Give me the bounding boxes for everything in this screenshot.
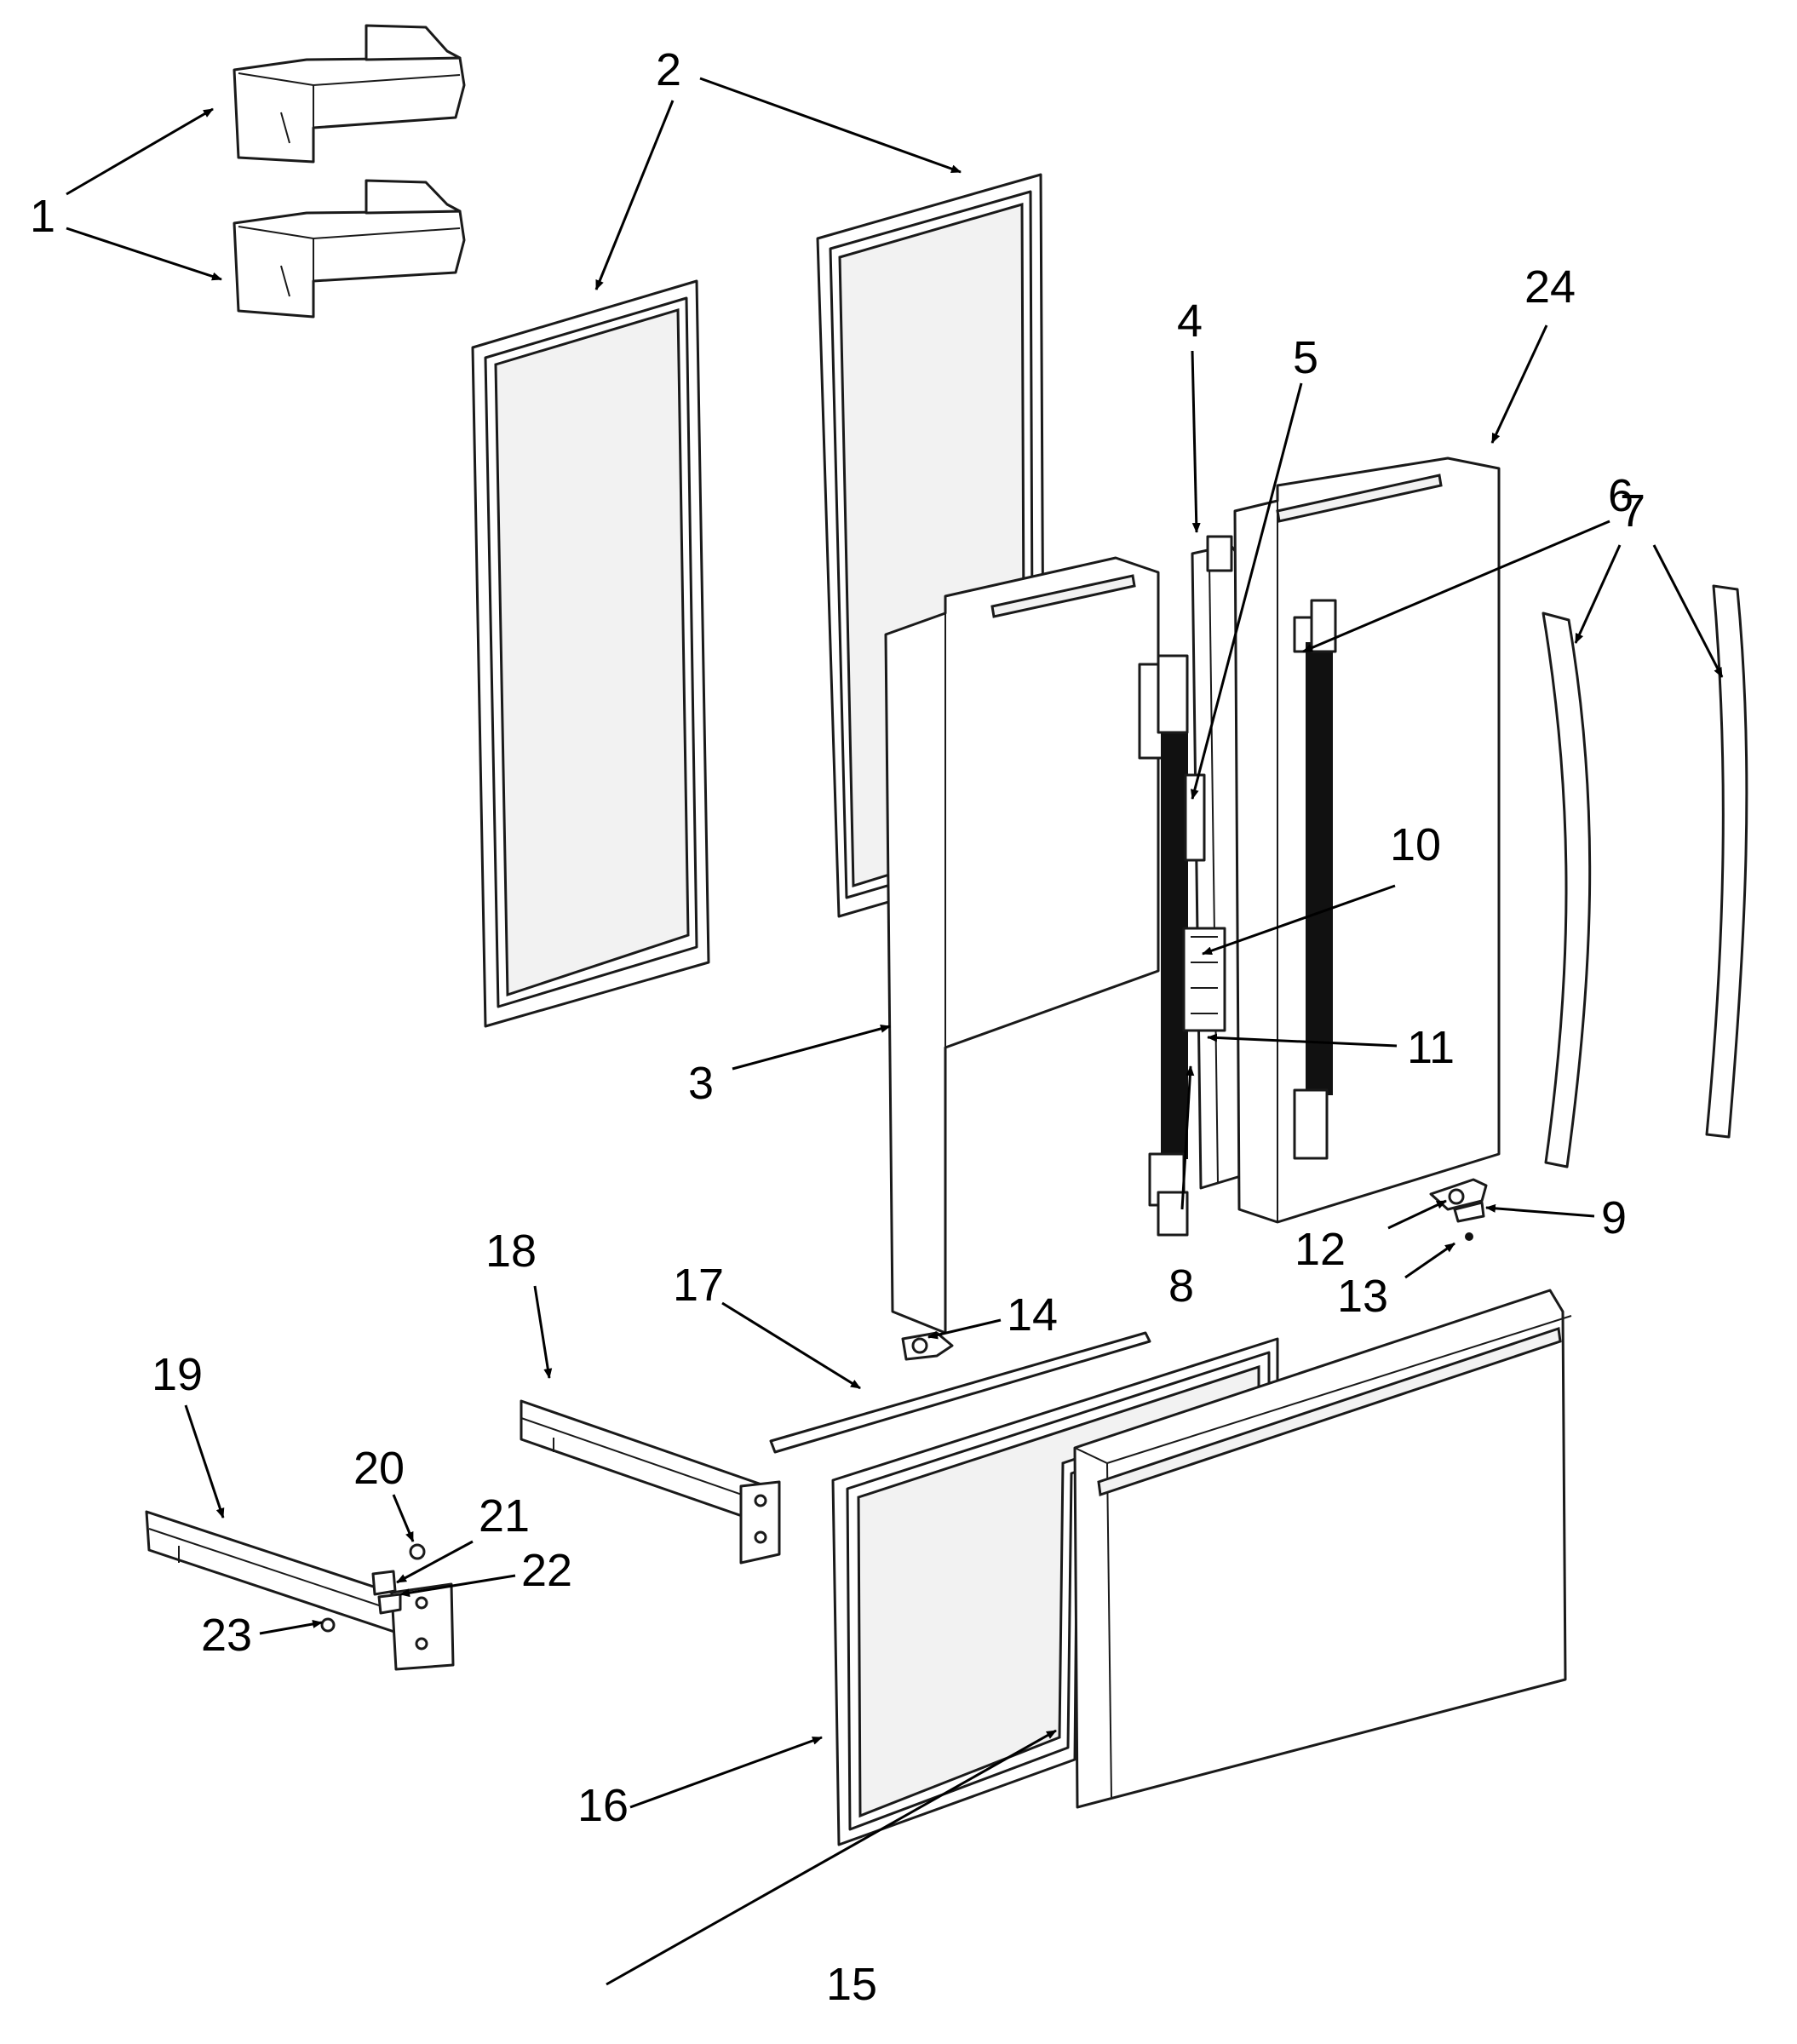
callout-labels: 1 2 3 4 5 6 7 8 9 10 11 12 13 14 15 16 1… — [30, 44, 1645, 2010]
callout-4: 4 — [1177, 296, 1203, 347]
callout-9: 9 — [1601, 1192, 1627, 1243]
refrigerator-door-right — [1233, 456, 1501, 1224]
callout-24: 24 — [1524, 261, 1576, 313]
door-handle-right — [1293, 599, 1337, 1160]
drawer-slide-rail-right — [520, 1399, 781, 1565]
door-trim-strip-right — [1705, 584, 1748, 1139]
callout-21: 21 — [479, 1490, 530, 1542]
callout-17: 17 — [673, 1260, 724, 1311]
callout-2: 2 — [656, 44, 681, 95]
freezer-drawer-front — [1073, 1289, 1572, 1809]
callout-15: 15 — [826, 1959, 877, 2010]
callout-11: 11 — [1407, 1022, 1455, 1073]
callout-1: 1 — [30, 191, 55, 242]
callout-3: 3 — [688, 1058, 714, 1109]
lower-hinge-assembly — [1429, 1178, 1488, 1241]
callout-10: 10 — [1390, 819, 1441, 870]
handle-mount-bracket — [1182, 773, 1226, 1032]
door-stop-hinge — [901, 1331, 954, 1361]
drawer-top-strip — [769, 1331, 1151, 1454]
callout-19: 19 — [152, 1349, 203, 1400]
callout-12: 12 — [1295, 1224, 1346, 1275]
callout-16: 16 — [577, 1780, 629, 1831]
drawer-hardware — [320, 1543, 426, 1633]
leader-lines — [66, 77, 1724, 1986]
door-trim-strip-left — [1542, 611, 1592, 1168]
callout-18: 18 — [485, 1226, 537, 1277]
drawer-gasket — [831, 1337, 1279, 1846]
drawer-slide-rail-left — [145, 1510, 455, 1671]
refrigerator-door-left — [884, 556, 1160, 1335]
callout-7: 7 — [1620, 485, 1645, 537]
door-bin-upper — [233, 24, 466, 164]
callout-22: 22 — [521, 1545, 572, 1596]
door-gasket-left — [471, 279, 710, 1028]
callout-6: 6 — [1608, 470, 1633, 521]
callout-13: 13 — [1337, 1271, 1388, 1322]
callout-20: 20 — [353, 1443, 405, 1494]
callout-8: 8 — [1168, 1260, 1194, 1312]
callout-5: 5 — [1293, 332, 1318, 383]
callout-23: 23 — [201, 1610, 252, 1661]
callout-14: 14 — [1007, 1289, 1058, 1341]
door-bin-lower — [233, 179, 466, 319]
